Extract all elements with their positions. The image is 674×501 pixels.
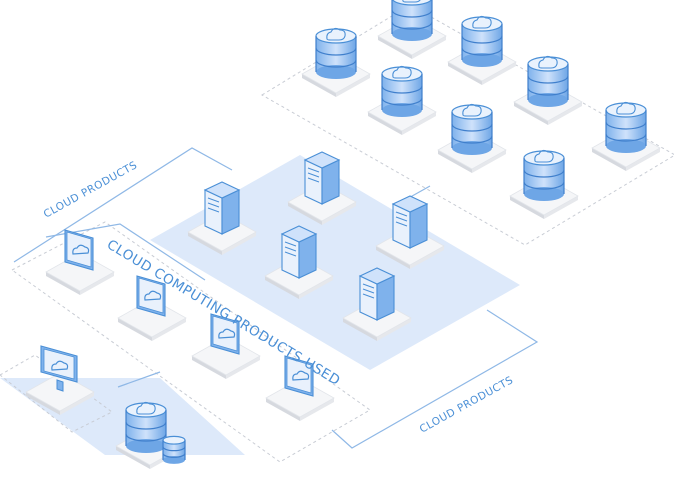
database-cluster-frame bbox=[261, 4, 674, 246]
server-tower-icon bbox=[303, 151, 341, 205]
cloud-tablet-icon bbox=[136, 275, 166, 317]
database-cloud-icon bbox=[381, 65, 423, 117]
server-zone-highlight bbox=[150, 155, 520, 370]
database-cloud-icon bbox=[125, 401, 167, 453]
cloud-tablet-tile bbox=[45, 252, 115, 295]
cloud-tablets-frame bbox=[11, 221, 371, 463]
server-tower-icon bbox=[280, 225, 318, 279]
workstation-connector bbox=[117, 371, 161, 388]
cloud-tablet-icon bbox=[210, 313, 240, 355]
cloud-tablet-tile bbox=[265, 378, 335, 421]
monitor-frame bbox=[0, 354, 113, 433]
server-tower-icon bbox=[391, 195, 429, 249]
server-tower-icon bbox=[203, 181, 241, 235]
cloud-tablet-tile bbox=[117, 298, 187, 341]
cloud-tablet-icon bbox=[284, 355, 314, 397]
database-cloud-icon bbox=[527, 55, 569, 107]
database-cloud-icon bbox=[461, 15, 503, 67]
database-cloud-icon bbox=[391, 0, 433, 41]
server-tower-icon bbox=[358, 267, 396, 321]
small-database-icon bbox=[162, 435, 186, 464]
cloud-products-bottom-bracket bbox=[331, 309, 539, 449]
cloud-tablet-tile bbox=[191, 336, 261, 379]
cloud-tablet-icon bbox=[64, 229, 94, 271]
database-cloud-icon bbox=[523, 149, 565, 201]
database-cloud-icon bbox=[315, 27, 357, 79]
cloud-products-top-label: CLOUD PRODUCTS bbox=[42, 159, 140, 221]
database-cloud-icon bbox=[605, 101, 647, 153]
cloud-products-top-bracket bbox=[13, 147, 233, 263]
cloud-monitor-icon bbox=[40, 345, 78, 392]
database-cloud-icon bbox=[451, 103, 493, 155]
cloud-products-bottom-label: CLOUD PRODUCTS bbox=[418, 374, 516, 436]
